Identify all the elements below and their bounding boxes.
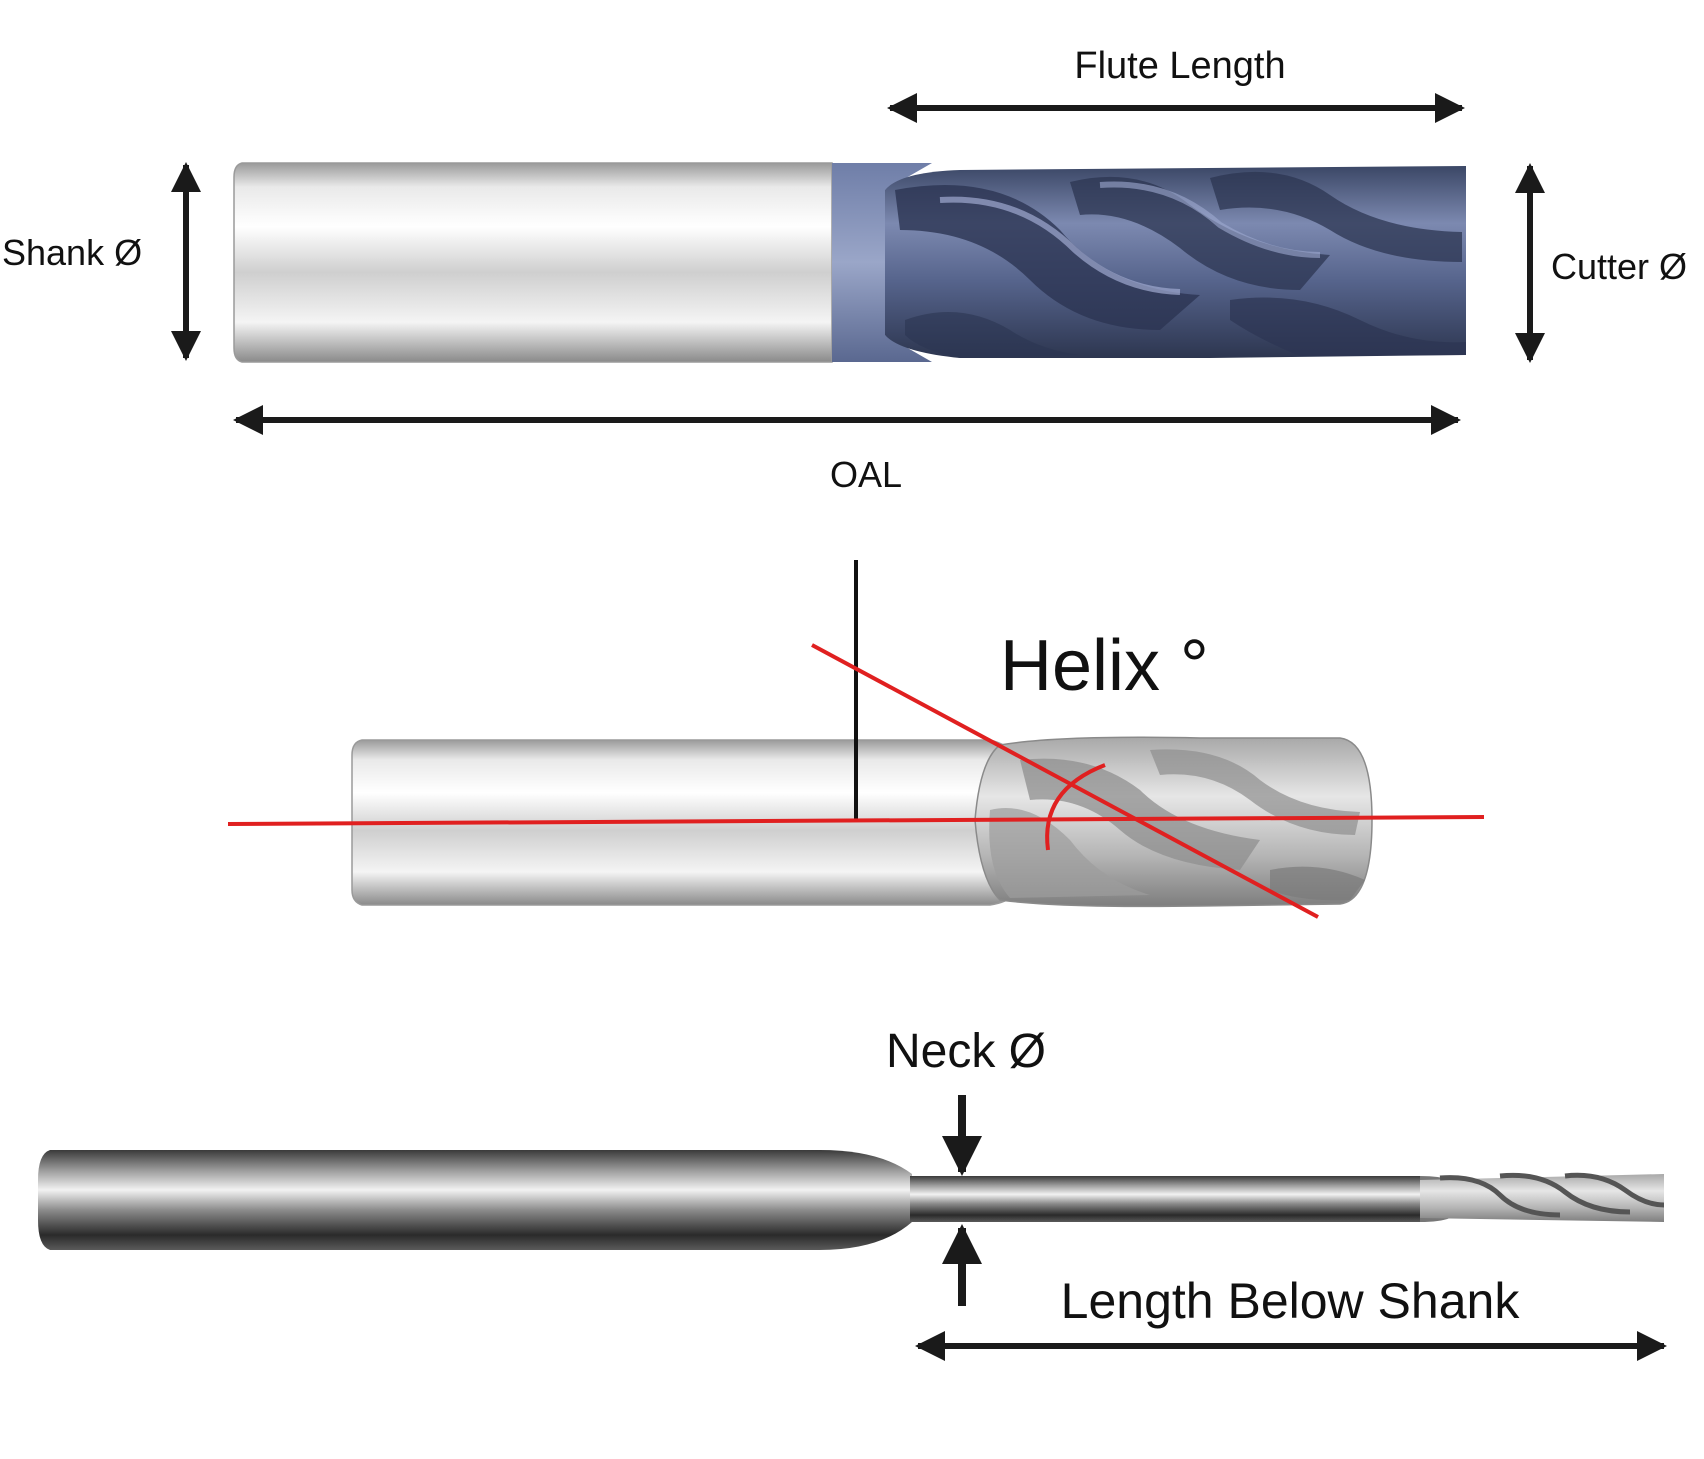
- shank-diameter-label: Shank Ø: [2, 232, 142, 273]
- reduced-neck-figure: Neck Ø Length Below Shank: [38, 1025, 1667, 1361]
- length-below-shank-label: Length Below Shank: [1061, 1273, 1521, 1329]
- flute-length-label: Flute Length: [1074, 45, 1285, 87]
- coated-end-mill-figure: Flute Length Shank Ø Cutter Ø OAL: [2, 45, 1687, 495]
- neck-diameter-label: Neck Ø: [886, 1025, 1046, 1078]
- oal-label: OAL: [830, 454, 902, 495]
- helix-angle-figure: Helix °: [227, 560, 1485, 919]
- helix-line: [811, 643, 1319, 919]
- cutter-diameter-label: Cutter Ø: [1551, 246, 1687, 287]
- end-mill-icon: [233, 162, 1466, 363]
- reduced-neck-end-mill-icon: [38, 1150, 1665, 1250]
- tool-axis-line: [227, 815, 1485, 826]
- helix-angle-arc: [1045, 763, 1106, 851]
- helix-label: Helix °: [1000, 626, 1209, 706]
